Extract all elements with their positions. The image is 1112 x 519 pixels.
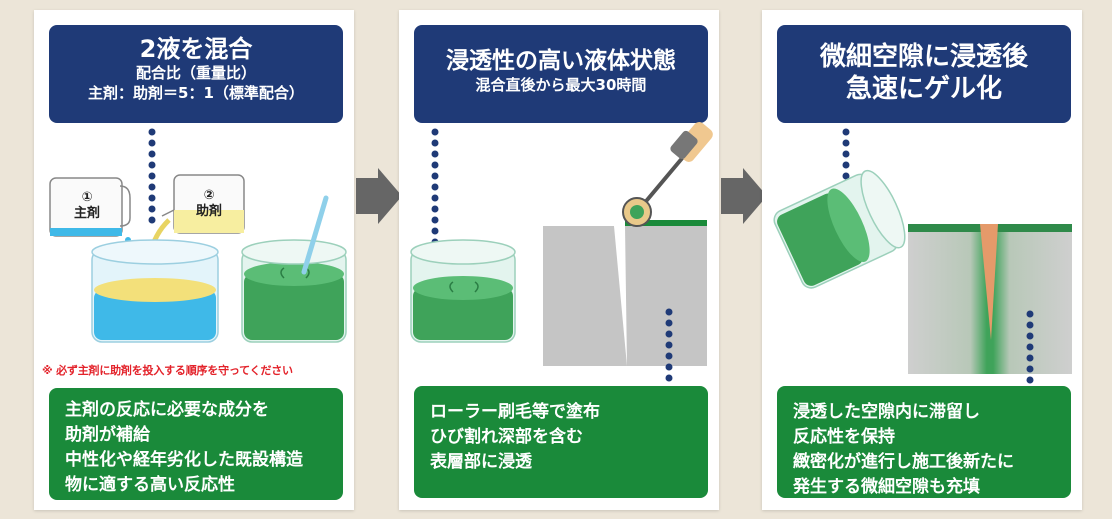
panel-gelation: 微細空隙に浸透後 急速にゲル化: [762, 10, 1082, 510]
sub-agent-package-icon: [161, 174, 245, 234]
panel-title: 2液を混合: [139, 35, 253, 63]
package-number: ①: [81, 190, 93, 205]
panel-mixing: 2液を混合 配合比（重量比） 主剤：助剤＝5：1（標準配合）: [34, 10, 354, 510]
stir-rod-icon: [301, 195, 329, 275]
dotted-connector: [665, 308, 673, 382]
penetration-illustration: [410, 122, 713, 382]
beaker-mixed-icon: [241, 195, 347, 343]
package-label: 主剤: [73, 206, 100, 221]
panel-description: 浸透した空隙内に滞留し 反応性を保持 緻密化が進行し施工後新たに 発生する微細空…: [777, 386, 1071, 498]
panel-subtitle: 混合直後から最大30時間: [475, 76, 647, 94]
panel-subtitle: 主剤：助剤＝5：1（標準配合）: [88, 84, 304, 102]
package-label: 助剤: [195, 204, 222, 219]
panel-description: 主剤の反応に必要な成分を 助剤が補給 中性化や経年劣化した既設構造 物に適する高…: [49, 388, 343, 500]
panel-description: ローラー刷毛等で塗布 ひび割れ深部を含む 表層部に浸透: [414, 386, 708, 498]
description-line: ローラー刷毛等で塗布: [430, 402, 600, 422]
dotted-connector: [1026, 310, 1034, 384]
panel-penetration: 浸透性の高い液体状態 混合直後から最大30時間: [399, 10, 719, 510]
beaker-liquid-icon: [410, 239, 516, 343]
mixing-illustration: [49, 128, 347, 343]
package-number: ②: [203, 188, 215, 203]
concrete-crack-gel-icon: [908, 224, 1072, 374]
dotted-connector: [431, 128, 439, 246]
main-agent-package-icon: [49, 177, 131, 237]
description-line: 表層部に浸透: [430, 452, 532, 472]
panel-title: 微細空隙に浸透後: [819, 42, 1028, 72]
gel-cup-icon: [773, 169, 906, 289]
panel-header: 微細空隙に浸透後 急速にゲル化: [777, 25, 1071, 123]
concrete-crack-icon: [543, 220, 707, 366]
description-line: 助剤が補給: [65, 425, 150, 445]
gelation-illustration: [773, 128, 1072, 384]
panel-header: 浸透性の高い液体状態 混合直後から最大30時間: [414, 25, 708, 123]
description-line: 反応性を保持: [793, 427, 895, 447]
warning-note: ※ 必ず主剤に助剤を投入する順序を守ってください: [42, 364, 293, 377]
description-line: 物に適する高い反応性: [65, 475, 235, 495]
description-line: 緻密化が進行し施工後新たに: [793, 452, 1014, 472]
description-line: 浸透した空隙内に滞留し: [793, 402, 980, 422]
description-line: 主剤の反応に必要な成分を: [65, 400, 269, 420]
description-line: ひび割れ深部を含む: [430, 427, 583, 447]
roller-brush-icon: [622, 122, 713, 227]
description-line: 発生する微細空隙も充填: [793, 477, 980, 497]
panel-header: 2液を混合 配合比（重量比） 主剤：助剤＝5：1（標準配合）: [49, 25, 343, 123]
panel-title: 浸透性の高い液体状態: [446, 48, 676, 74]
panel-subtitle: 配合比（重量比）: [135, 64, 256, 82]
panel-title: 急速にゲル化: [845, 74, 1002, 104]
beaker-mixing-icon: [91, 239, 219, 343]
dotted-connector: [148, 128, 156, 224]
arrow-right-icon: [356, 168, 402, 224]
description-line: 中性化や経年劣化した既設構造: [65, 450, 303, 470]
